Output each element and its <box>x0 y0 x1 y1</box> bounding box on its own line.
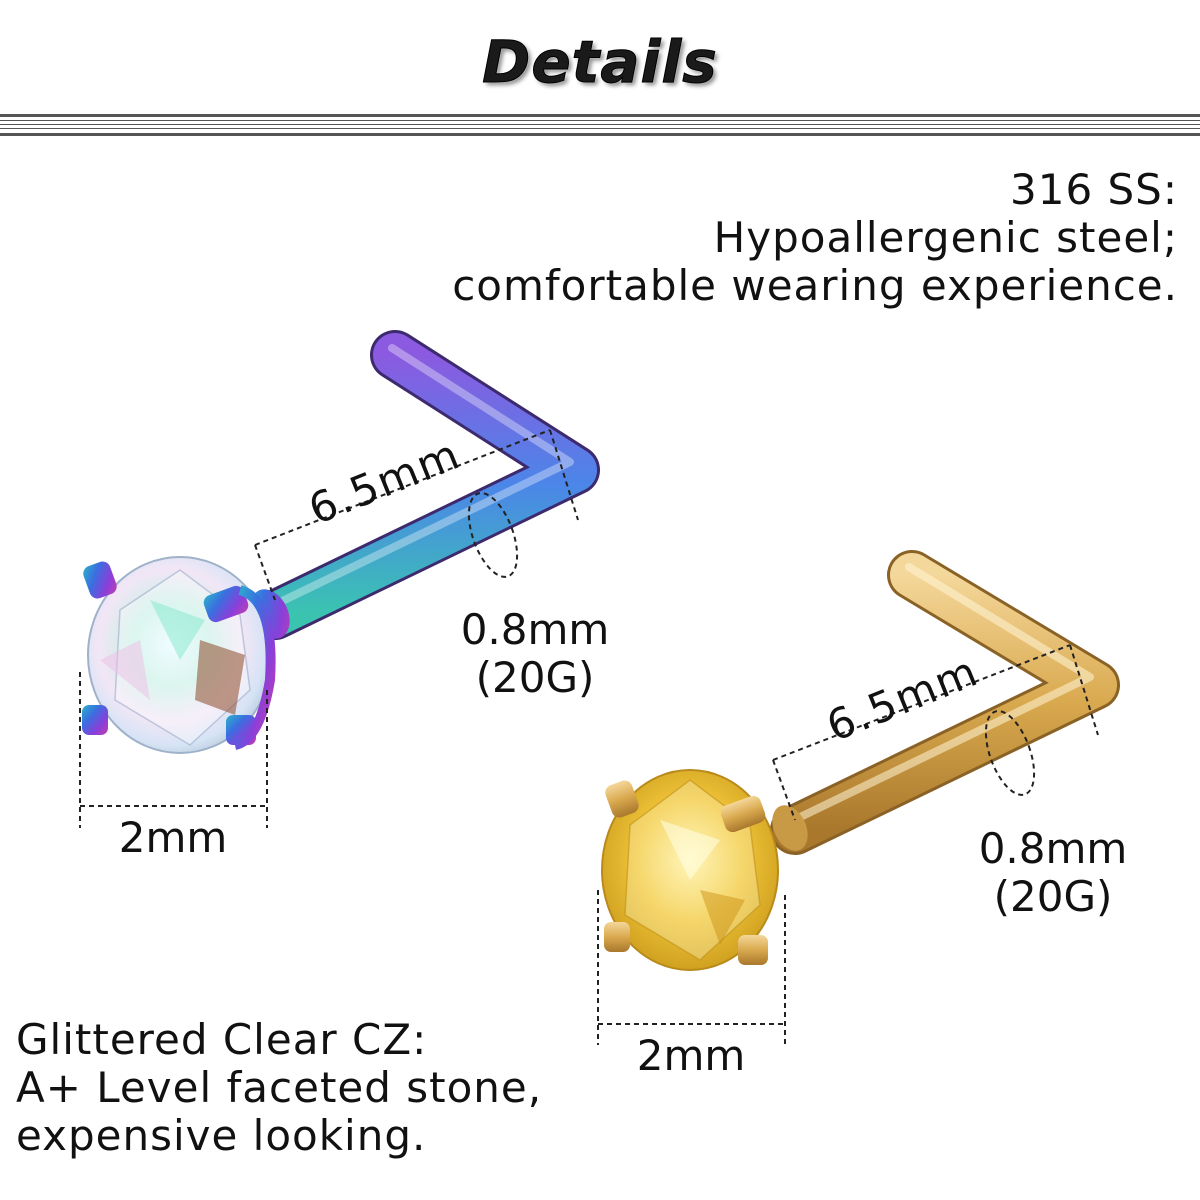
gold-gauge-mm: 0.8mm <box>978 824 1128 873</box>
gold-gauge-g: (20G) <box>993 872 1113 921</box>
title-divider-bottom <box>0 133 1200 136</box>
gold-stone-size-label: 2mm <box>636 1031 746 1080</box>
stone-line-2: A+ Level faceted stone, <box>16 1063 543 1112</box>
title-divider-line <box>0 124 1200 125</box>
material-line-2: Hypoallergenic steel; <box>713 213 1178 262</box>
stone-line-1: Glittered Clear CZ: <box>16 1015 428 1064</box>
material-line-1: 316 SS: <box>1010 165 1178 214</box>
gold-gauge-label: 0.8mm (20G) <box>958 825 1148 921</box>
length-dimension-tick <box>549 429 579 521</box>
rainbow-nose-stud <box>82 330 600 754</box>
stone-description: Glittered Clear CZ: A+ Level faceted sto… <box>16 1016 542 1160</box>
rainbow-gauge-label: 0.8mm (20G) <box>440 606 630 702</box>
length-dimension-tick <box>254 544 276 601</box>
stone-line-3: expensive looking. <box>16 1111 427 1160</box>
length-dimension-tick <box>772 759 796 821</box>
title-divider-line <box>0 120 1200 121</box>
rainbow-stone-size-label: 2mm <box>118 813 228 862</box>
material-description: 316 SS: Hypoallergenic steel; comfortabl… <box>452 166 1178 310</box>
material-line-3: comfortable wearing experience. <box>452 261 1178 310</box>
gauge-dimension-ring <box>984 710 1036 796</box>
length-dimension-tick <box>1069 644 1099 736</box>
rainbow-gauge-mm: 0.8mm <box>460 605 610 654</box>
gold-nose-stud <box>601 550 1120 971</box>
length-dimension-line <box>254 429 551 546</box>
rainbow-dimension-lines <box>79 429 579 828</box>
gold-dimension-lines <box>597 644 1099 1045</box>
title-divider-line <box>0 128 1200 129</box>
length-dimension-line <box>772 644 1071 761</box>
page-title: Details <box>482 28 718 97</box>
rainbow-gauge-g: (20G) <box>475 653 595 702</box>
title-divider-top <box>0 114 1200 117</box>
gauge-dimension-ring <box>467 492 519 578</box>
